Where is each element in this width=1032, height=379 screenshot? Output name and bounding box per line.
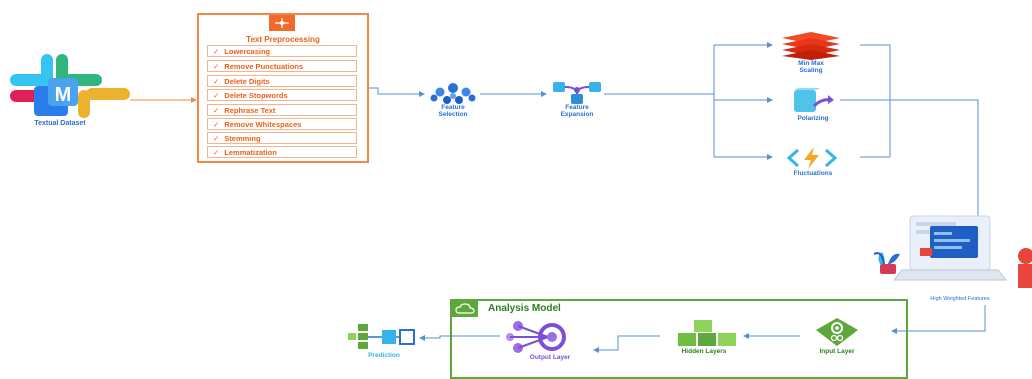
hidden-layers-label: Hidden Layers [681,348,727,355]
cubes-icon [668,318,740,348]
step-label: Remove Punctuations [224,62,304,71]
merge-right [860,44,891,158]
output-to-prediction [419,335,500,341]
fluctuations-label: Fluctuations [793,170,833,177]
check-icon: ✓ [213,106,220,115]
step-label: Lemmatization [224,148,277,157]
check-icon: ✓ [213,120,220,129]
min-max-label-2: Scaling [799,67,823,74]
step-delete-digits: ✓ Delete Digits [207,75,357,87]
step-label: Remove Whitespaces [224,120,302,129]
svg-text:M: M [55,84,72,106]
slack-logo-icon: M [8,52,133,120]
check-icon: ✓ [213,77,220,86]
input-layer-label: Input Layer [819,348,855,355]
high-weighted-label: High Weighted Features [930,296,990,302]
check-icon: ✓ [213,62,220,71]
feature-selection-label-1: Feature [441,104,465,111]
cube-arrow-icon [790,85,836,114]
step-label: Delete Stopwords [224,91,288,100]
branch-icon [551,80,603,106]
connector-lines [130,42,986,353]
step-label: Stemming [224,134,261,143]
check-icon: ✓ [213,91,220,100]
cloud-tag-icon [452,301,478,317]
merge-to-laptop [890,99,981,226]
feature-expansion-label-1: Feature [565,104,589,111]
check-icon: ✓ [213,134,220,143]
check-icon: ✓ [213,47,220,56]
check-icon: ✓ [213,148,220,157]
step-lowercasing: ✓ Lowercasing [207,45,357,57]
gear-cube-icon [812,316,862,348]
network-icon [504,320,596,354]
min-max-label-1: Min Max [798,60,824,67]
dataset-label: Textual Dataset [34,120,86,127]
step-label: Rephrase Text [224,106,276,115]
output-layer-label: Output Layer [529,354,571,361]
step-delete-stopwords: ✓ Delete Stopwords [207,89,357,101]
stack-layers-icon [776,30,846,60]
prep-to-selection-line [369,87,425,97]
step-lemmatization: ✓ Lemmatization [207,146,357,158]
step-stemming: ✓ Stemming [207,132,357,144]
step-rephrase-text: ✓ Rephrase Text [207,104,357,116]
hidden-to-output [593,335,660,353]
step-label: Lowercasing [224,47,271,56]
laptop-to-input [891,305,986,334]
feature-expansion-label-2: Expansion [560,111,594,118]
step-remove-punctuations: ✓ Remove Punctuations [207,60,357,72]
text-preprocessing-box: Text Preprocessing ✓ Lowercasing ✓ Remove … [197,13,369,163]
lightning-brackets-icon [786,146,838,170]
arrows-icon [269,15,295,31]
laptop-person-icon [872,208,1032,296]
step-label: Delete Digits [224,77,270,86]
analysis-model-title: Analysis Model [488,303,561,314]
step-remove-whitespaces: ✓ Remove Whitespaces [207,118,357,130]
preprocessing-title: Text Preprocessing [246,35,320,44]
flowchart-icon [346,322,422,352]
cluster-icon [428,80,478,106]
polarizing-label: Polarizing [797,115,829,122]
feature-selection-label-2: Selection [438,111,468,118]
prediction-label: Prediction [368,352,400,359]
